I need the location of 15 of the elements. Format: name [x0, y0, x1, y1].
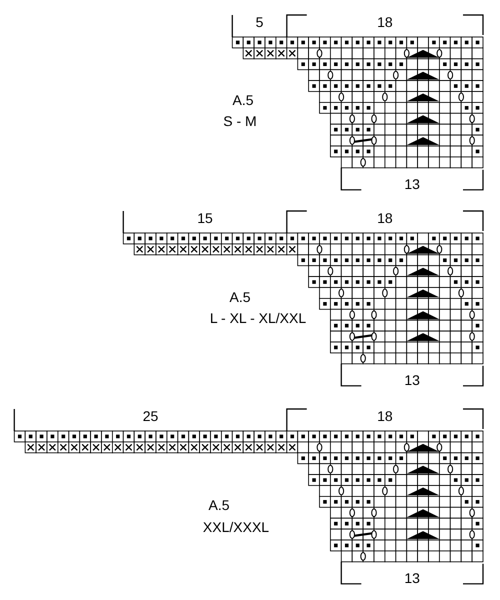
chart-title: A.5: [230, 290, 250, 304]
stitch-count: 13: [404, 372, 420, 387]
stitch-count: 13: [404, 176, 420, 191]
size-label: L - XL - XL/XXL: [210, 311, 306, 325]
stitch-count: 5: [256, 15, 264, 29]
stitch-count: 18: [377, 211, 393, 225]
chart-title: A.5: [232, 93, 254, 107]
stitch-count: 25: [142, 409, 158, 423]
stitch-count: 13: [404, 570, 420, 585]
stitch-count: 18: [377, 15, 393, 29]
chart-title: A.5: [208, 498, 230, 512]
stitch-count: 18: [377, 409, 393, 423]
size-label: XXL/XXXL: [202, 520, 270, 534]
size-label: S - M: [223, 114, 257, 128]
stitch-count: 15: [197, 211, 213, 225]
